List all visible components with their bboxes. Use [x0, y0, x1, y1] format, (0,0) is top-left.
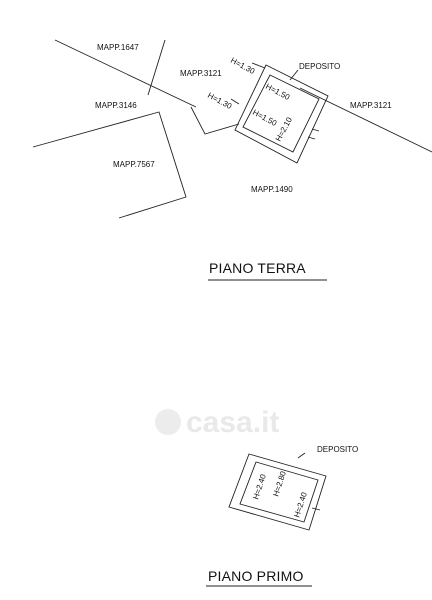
watermark-logo-icon [155, 409, 181, 435]
first-floor-title: PIANO PRIMO [208, 568, 304, 584]
watermark: casa.it [155, 406, 279, 439]
parcel-label-3121-right: MAPP.3121 [350, 101, 392, 110]
parcel-label-7567: MAPP.7567 [113, 160, 155, 169]
height-label: H=1.30 [229, 56, 257, 76]
height-label: H=1.30 [206, 91, 234, 111]
parcel-label-1647: MAPP.1647 [97, 43, 139, 52]
deposit-label-first: DEPOSITO [317, 445, 358, 454]
height-label: H=2.80 [271, 470, 288, 498]
ground-floor-title: PIANO TERRA [209, 260, 306, 276]
watermark-text: casa.it [186, 406, 279, 439]
height-label: H=1.50 [251, 108, 279, 128]
height-label: H=1.50 [264, 82, 292, 102]
parcel-label-3121-left: MAPP.3121 [180, 69, 222, 78]
parcel-label-1490: MAPP.1490 [251, 185, 293, 194]
ground-floor-site-lines [32, 39, 432, 219]
deposit-label-ground: DEPOSITO [299, 62, 340, 71]
first-floor-deposit-building [228, 452, 327, 531]
ground-floor-deposit-building [230, 62, 329, 164]
parcel-label-3146: MAPP.3146 [95, 101, 137, 110]
height-label: H=2.40 [251, 473, 268, 501]
